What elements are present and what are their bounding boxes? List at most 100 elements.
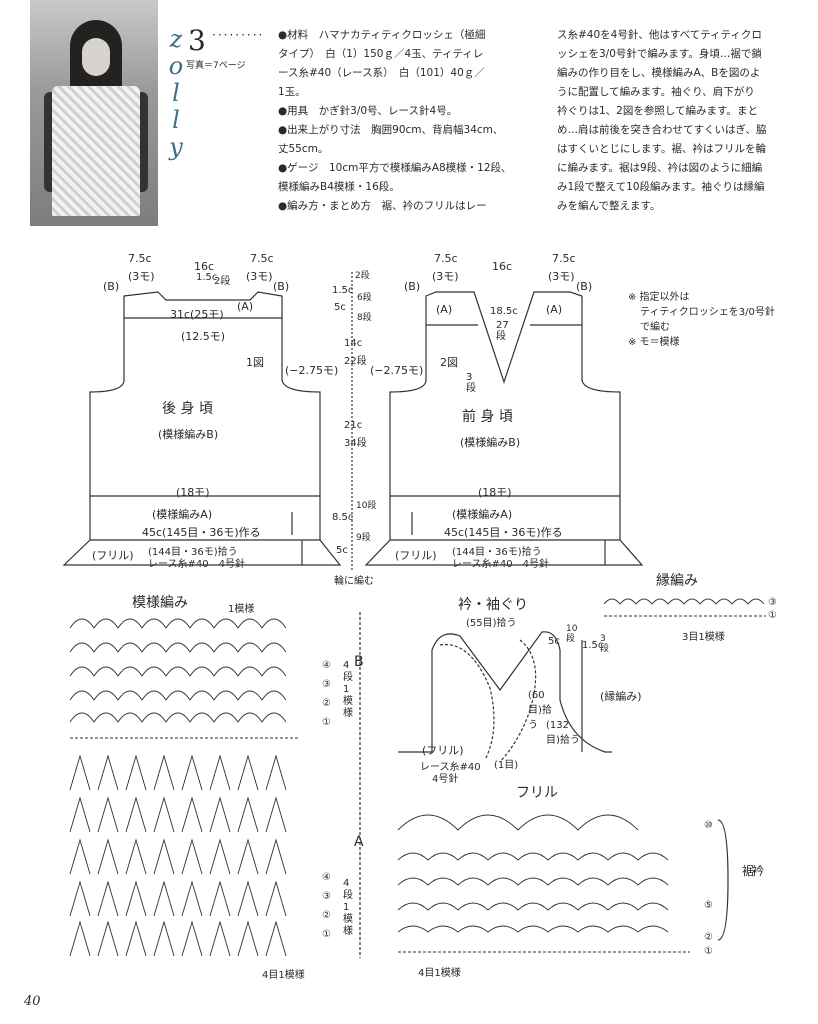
back-title: 後 身 頃 — [162, 401, 213, 417]
back-pattern-a: (模様編みA) — [152, 508, 213, 521]
pattern-b-side: 4段1模様 — [343, 660, 353, 719]
collar-dim-3rows: 3段 — [600, 634, 610, 654]
front-frill-pick: (144目・36モ)拾う — [452, 547, 542, 558]
back-frill: (フリル) — [92, 549, 134, 562]
back-width-125: (12.5モ) — [181, 330, 226, 343]
frill-row-2: ② — [704, 932, 713, 943]
back-fig-label: 1図 — [246, 356, 264, 369]
frill-row-5: ⑤ — [704, 900, 713, 911]
back-armhole-dec: (−2.75モ) — [285, 364, 339, 377]
collar-dim-10rows: 10段 — [566, 624, 578, 644]
collar-dim-15c: 1.5c — [582, 640, 604, 651]
front-label-a-left: (A) — [436, 303, 453, 316]
front-frill: (フリル) — [395, 549, 437, 562]
collar-armhole-outline — [398, 631, 612, 753]
collar-pick-132: (132目)拾う — [546, 720, 580, 746]
collar-title: 衿・袖ぐり — [458, 597, 528, 613]
edging-chart — [603, 598, 766, 617]
dim-22rows: 22段 — [344, 356, 367, 367]
front-mid-18: (18モ) — [478, 486, 512, 499]
frill-title: フリル — [516, 785, 558, 801]
dim-8rows: 8段 — [357, 313, 372, 323]
front-label-b-left: (B) — [404, 280, 421, 293]
collar-edging: (縁編み) — [600, 690, 642, 703]
dim-10rows: 10段 — [356, 501, 377, 511]
edging-repeat: 3目1模様 — [682, 632, 725, 643]
dim-9rows: 9段 — [356, 533, 371, 543]
knit-in-round: 輪に編む — [334, 576, 374, 587]
back-neck-width: 16c — [194, 260, 215, 273]
front-label-a-right: (A) — [546, 303, 563, 316]
back-shoulder-right: 7.5c — [250, 252, 274, 265]
front-shoulder-right-sub: (3モ) — [548, 270, 575, 283]
front-shoulder-left: 7.5c — [434, 252, 458, 265]
collar-pick-60: (60目)拾う — [528, 690, 552, 731]
back-frill-pick: (144目・36モ)拾う — [148, 547, 238, 558]
collar-dim-5c: 5c — [548, 636, 560, 647]
collar-one-row: (1目) — [494, 760, 519, 771]
back-width-31: 31c(25モ) — [170, 308, 224, 321]
pattern-title: 模様編み — [132, 595, 188, 611]
back-label-a: (A) — [237, 300, 254, 313]
notes: ※ 指定以外はティティクロッシェを3/0号針 で編む※ モ＝模様 — [628, 292, 775, 348]
collar-frill-yarn: レース糸#40 — [420, 762, 481, 773]
collar-frill-needle: 4号針 — [432, 774, 459, 785]
frill-row-1: ① — [704, 946, 713, 957]
back-neck-depth: 1.5c — [196, 272, 218, 283]
collar-frill: (フリル) — [422, 744, 464, 757]
photo-reference: 写真＝7ページ — [186, 61, 246, 71]
front-v-depth: 18.5c — [490, 306, 518, 317]
back-subtitle: (模様編みB) — [158, 428, 219, 441]
dim-6rows: 6段 — [357, 293, 372, 303]
dim-15c: 1.5c — [332, 285, 354, 296]
materials-text: ●材料 ハマナカティティクロッシェ（極細タイプ） 白（1）150ｇ／4玉、ティテ… — [278, 29, 512, 212]
dim-34rows: 34段 — [344, 438, 367, 449]
dim-21c: 21c — [344, 420, 363, 431]
back-shoulder-left: 7.5c — [128, 252, 152, 265]
front-fig-label: 2図 — [440, 356, 458, 369]
frill-repeat: 4目1模様 — [418, 968, 461, 979]
back-label-b-right: (B) — [273, 280, 290, 293]
front-title: 前 身 頃 — [462, 409, 513, 425]
back-shoulder-right-sub: (3モ) — [246, 270, 273, 283]
edging-title: 縁編み — [656, 573, 698, 589]
front-subtitle: (模様編みB) — [460, 436, 521, 449]
pattern-a-side: 4段1模様 — [343, 878, 353, 937]
front-shoulder-left-sub: (3モ) — [432, 270, 459, 283]
dim-2rows: 2段 — [355, 271, 370, 281]
front-armhole-dec: (−2.75モ) — [370, 364, 424, 377]
instructions-text: ス糸#40を4号針、他はすべてティティクロッシェを3/0号針で編みます。身頃…裾… — [557, 29, 767, 212]
dim-5c-top: 5c — [334, 302, 346, 313]
front-base-chain: 45c(145目・36モ)作る — [444, 526, 563, 539]
pattern-a-chart — [69, 754, 287, 957]
front-v-bottom-rows: 3段 — [466, 372, 476, 394]
front-frill-yarn: レース糸#40 4号針 — [452, 559, 549, 570]
back-mid-18: (18モ) — [176, 486, 210, 499]
front-pattern-a: (模様編みA) — [452, 508, 513, 521]
back-shoulder-left-sub: (3モ) — [128, 270, 155, 283]
model-photo — [30, 0, 158, 226]
back-frill-yarn: レース糸#40 4号針 — [148, 559, 245, 570]
front-label-b-right: (B) — [576, 280, 593, 293]
pattern-repeat-top: 1模様 — [228, 604, 255, 615]
front-neck-width: 16c — [492, 260, 513, 273]
pattern-label-a: A — [354, 834, 364, 850]
frill-chart — [397, 814, 690, 953]
dim-14c: 14c — [344, 338, 363, 349]
frill-collar: 衿 — [752, 864, 765, 878]
back-neck-rows: 2段 — [214, 276, 231, 287]
front-shoulder-right: 7.5c — [552, 252, 576, 265]
pattern-repeat-bottom: 4目1模様 — [262, 970, 305, 981]
frill-hem: 裾 — [742, 864, 755, 878]
title-dots: ········· — [212, 28, 265, 42]
pattern-b-chart — [69, 618, 300, 739]
pattern-number: 3 — [188, 24, 206, 57]
front-v-rows: 27段 — [496, 320, 509, 342]
back-body-outline — [62, 291, 342, 566]
back-label-b-left: (B) — [103, 280, 120, 293]
front-body-outline — [364, 291, 644, 566]
